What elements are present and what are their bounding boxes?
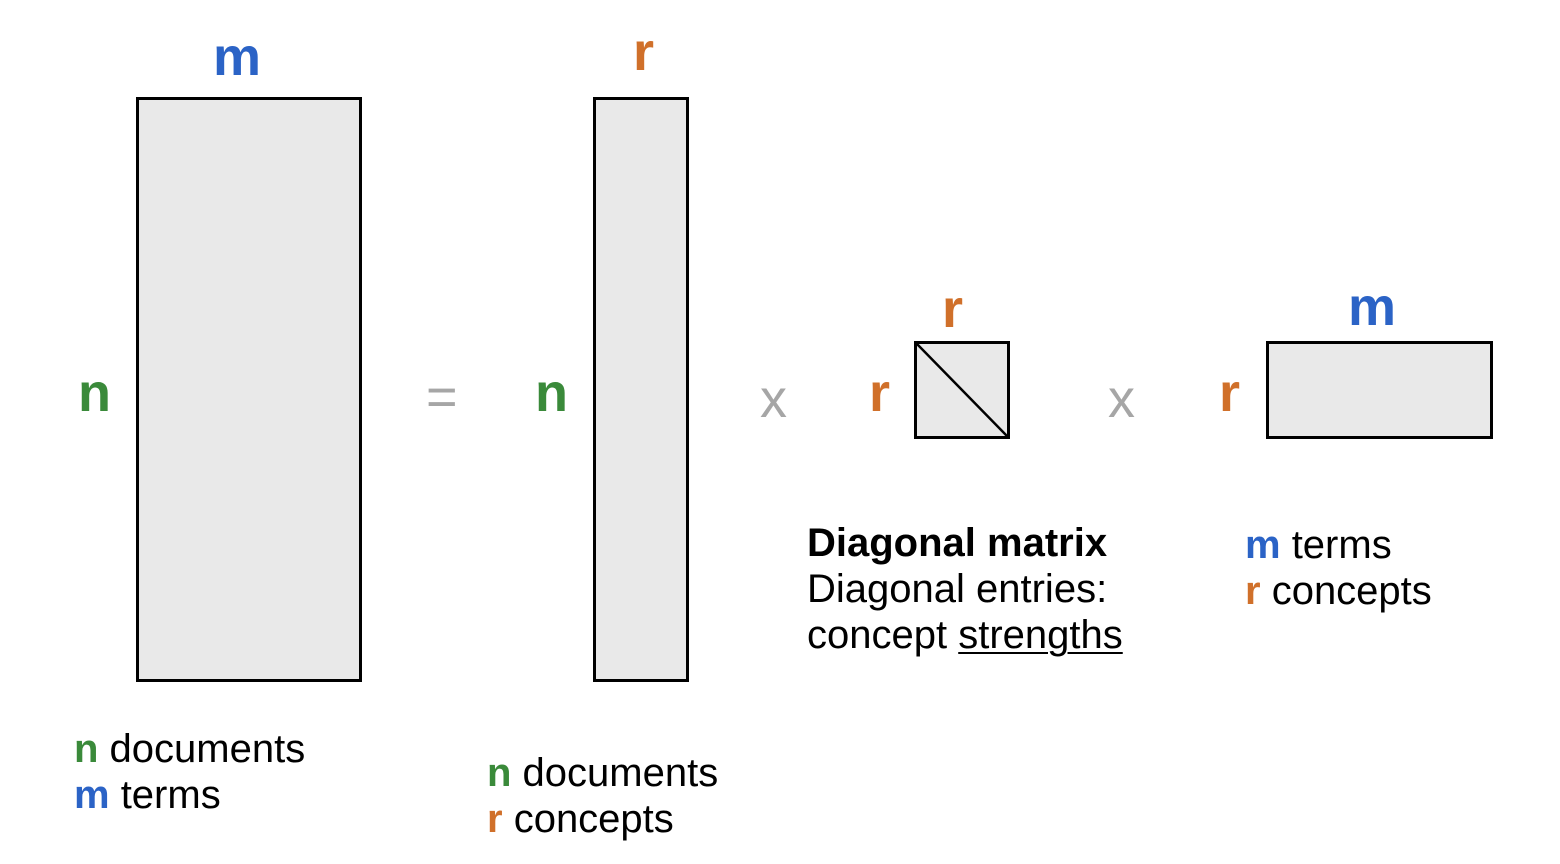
matrix-u-caption-text-1: documents: [511, 751, 719, 795]
matrix-u-caption-line-1: n documents: [487, 750, 718, 796]
matrix-a-caption-text-2: terms: [109, 773, 221, 817]
matrix-a-caption-line-1: n documents: [74, 726, 305, 772]
matrix-s-caption-line-2: Diagonal entries:: [807, 567, 1108, 611]
matrix-u-top-label: r: [633, 22, 655, 82]
equals-operator: =: [426, 367, 458, 427]
matrix-s-caption-line-3-plain: concept: [807, 613, 959, 657]
matrix-u-side-label: n: [535, 363, 568, 423]
matrix-a-side-label: n: [78, 363, 111, 423]
matrix-u-caption-line-2: r concepts: [487, 796, 718, 842]
matrix-v-caption-line-2: r concepts: [1245, 568, 1432, 614]
matrix-a-caption-key-1: n: [74, 727, 99, 771]
matrix-a-caption-key-2: m: [74, 773, 110, 817]
times-operator-2: x: [1108, 369, 1135, 429]
matrix-v: [1266, 341, 1493, 439]
matrix-a-top-label: m: [213, 27, 262, 87]
matrix-v-caption-line-1: m terms: [1245, 522, 1432, 568]
matrix-v-side-label: r: [1219, 363, 1241, 423]
matrix-s-diagonal-line: [917, 344, 1007, 436]
matrix-v-caption-text-1: terms: [1280, 523, 1392, 567]
matrix-u-caption: n documents r concepts: [487, 750, 718, 842]
matrix-s-top-label: r: [942, 279, 964, 339]
matrix-v-caption-text-2: concepts: [1260, 569, 1432, 613]
matrix-s: [914, 341, 1010, 439]
matrix-a: [136, 97, 362, 682]
matrix-a-caption-text-1: documents: [98, 727, 306, 771]
matrix-a-caption-line-2: m terms: [74, 772, 305, 818]
matrix-v-caption-key-2: r: [1245, 569, 1261, 613]
matrix-v-top-label: m: [1348, 277, 1397, 337]
matrix-u: [593, 97, 689, 682]
matrix-v-caption: m terms r concepts: [1245, 522, 1432, 614]
matrix-a-caption: n documents m terms: [74, 726, 305, 818]
matrix-v-caption-key-1: m: [1245, 523, 1281, 567]
matrix-s-caption-line-3-underlined: strengths: [958, 613, 1123, 657]
matrix-s-caption-title: Diagonal matrix: [807, 521, 1108, 565]
matrix-s-caption: Diagonal matrix Diagonal entries: concep…: [807, 520, 1123, 658]
matrix-u-caption-text-2: concepts: [502, 797, 674, 841]
matrix-s-caption-line-3: concept strengths: [807, 612, 1123, 658]
times-operator-1: x: [760, 369, 787, 429]
matrix-s-side-label: r: [869, 363, 891, 423]
matrix-u-caption-key-2: r: [487, 797, 503, 841]
matrix-u-caption-key-1: n: [487, 751, 512, 795]
